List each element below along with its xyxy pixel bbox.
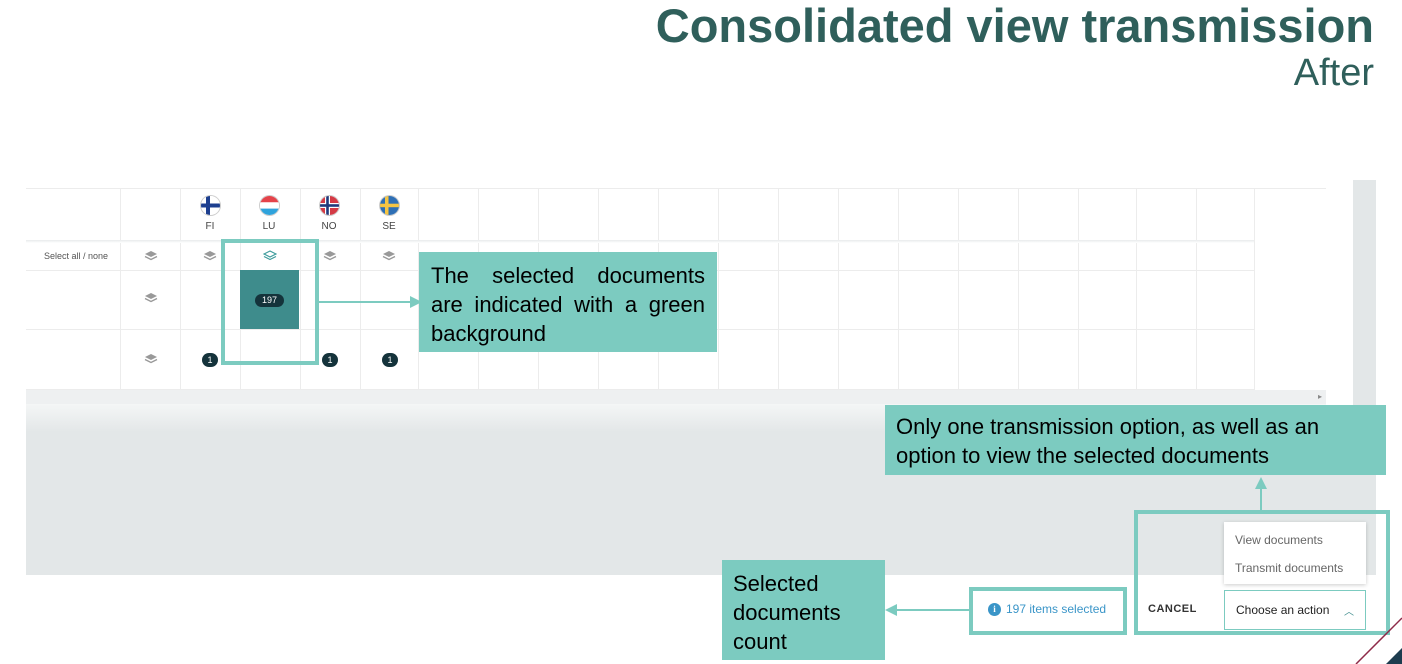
layers-icon-selected[interactable] xyxy=(263,250,277,262)
items-selected-count: 197 items selected xyxy=(1006,602,1107,616)
choose-action-label: Choose an action xyxy=(1236,603,1330,617)
country-code-fi: FI xyxy=(205,221,215,232)
horizontal-scrollbar[interactable]: ▸ xyxy=(26,390,1326,404)
document-count-badge[interactable]: 1 xyxy=(202,353,218,367)
items-selected-highlight-box xyxy=(969,587,1127,635)
choose-action-dropdown[interactable]: Choose an action ︿ xyxy=(1224,590,1366,630)
vertical-scrollbar[interactable] xyxy=(1353,180,1376,406)
arrow-up-icon xyxy=(1255,477,1267,489)
chevron-up-icon: ︿ xyxy=(1344,607,1354,618)
document-count-badge[interactable]: 1 xyxy=(382,353,398,367)
select-all-none-link[interactable]: Select all / none xyxy=(44,251,109,261)
layers-icon[interactable] xyxy=(144,292,158,304)
page-subtitle: After xyxy=(1293,52,1374,94)
layers-icon[interactable] xyxy=(382,250,396,262)
layers-icon[interactable] xyxy=(144,353,158,365)
arrow-left-icon xyxy=(885,604,897,616)
callout-selected-count: Selected documents count xyxy=(722,560,885,660)
corner-decoration xyxy=(1355,617,1402,664)
callout-selected-documents: The selected documents are indicated wit… xyxy=(419,252,717,352)
layers-icon[interactable] xyxy=(323,250,337,262)
page-title: Consolidated view transmission xyxy=(655,0,1374,52)
selection-highlight-box xyxy=(221,239,319,365)
document-count-badge: 197 xyxy=(255,294,284,307)
country-code-no: NO xyxy=(321,221,337,232)
menu-item-transmit-documents[interactable]: Transmit documents xyxy=(1235,561,1344,575)
layers-icon[interactable] xyxy=(203,250,217,262)
country-code-se: SE xyxy=(382,221,396,232)
scroll-right-icon[interactable]: ▸ xyxy=(1317,392,1322,401)
country-code-lu: LU xyxy=(262,221,276,232)
finland-flag-icon xyxy=(201,196,220,215)
action-highlight-box xyxy=(1134,510,1390,635)
arrow-right-icon xyxy=(410,296,422,308)
menu-item-view-documents[interactable]: View documents xyxy=(1235,533,1323,547)
luxembourg-flag-icon xyxy=(260,196,279,215)
cancel-button[interactable]: CANCEL xyxy=(1148,603,1197,615)
info-icon: i xyxy=(988,603,1001,616)
callout-transmission-option: Only one transmission option, as well as… xyxy=(885,405,1386,475)
document-count-badge[interactable]: 1 xyxy=(322,353,338,367)
sweden-flag-icon xyxy=(380,196,399,215)
norway-flag-icon xyxy=(320,196,339,215)
layers-icon[interactable] xyxy=(144,250,158,262)
action-dropdown-menu: View documents Transmit documents xyxy=(1224,522,1366,584)
